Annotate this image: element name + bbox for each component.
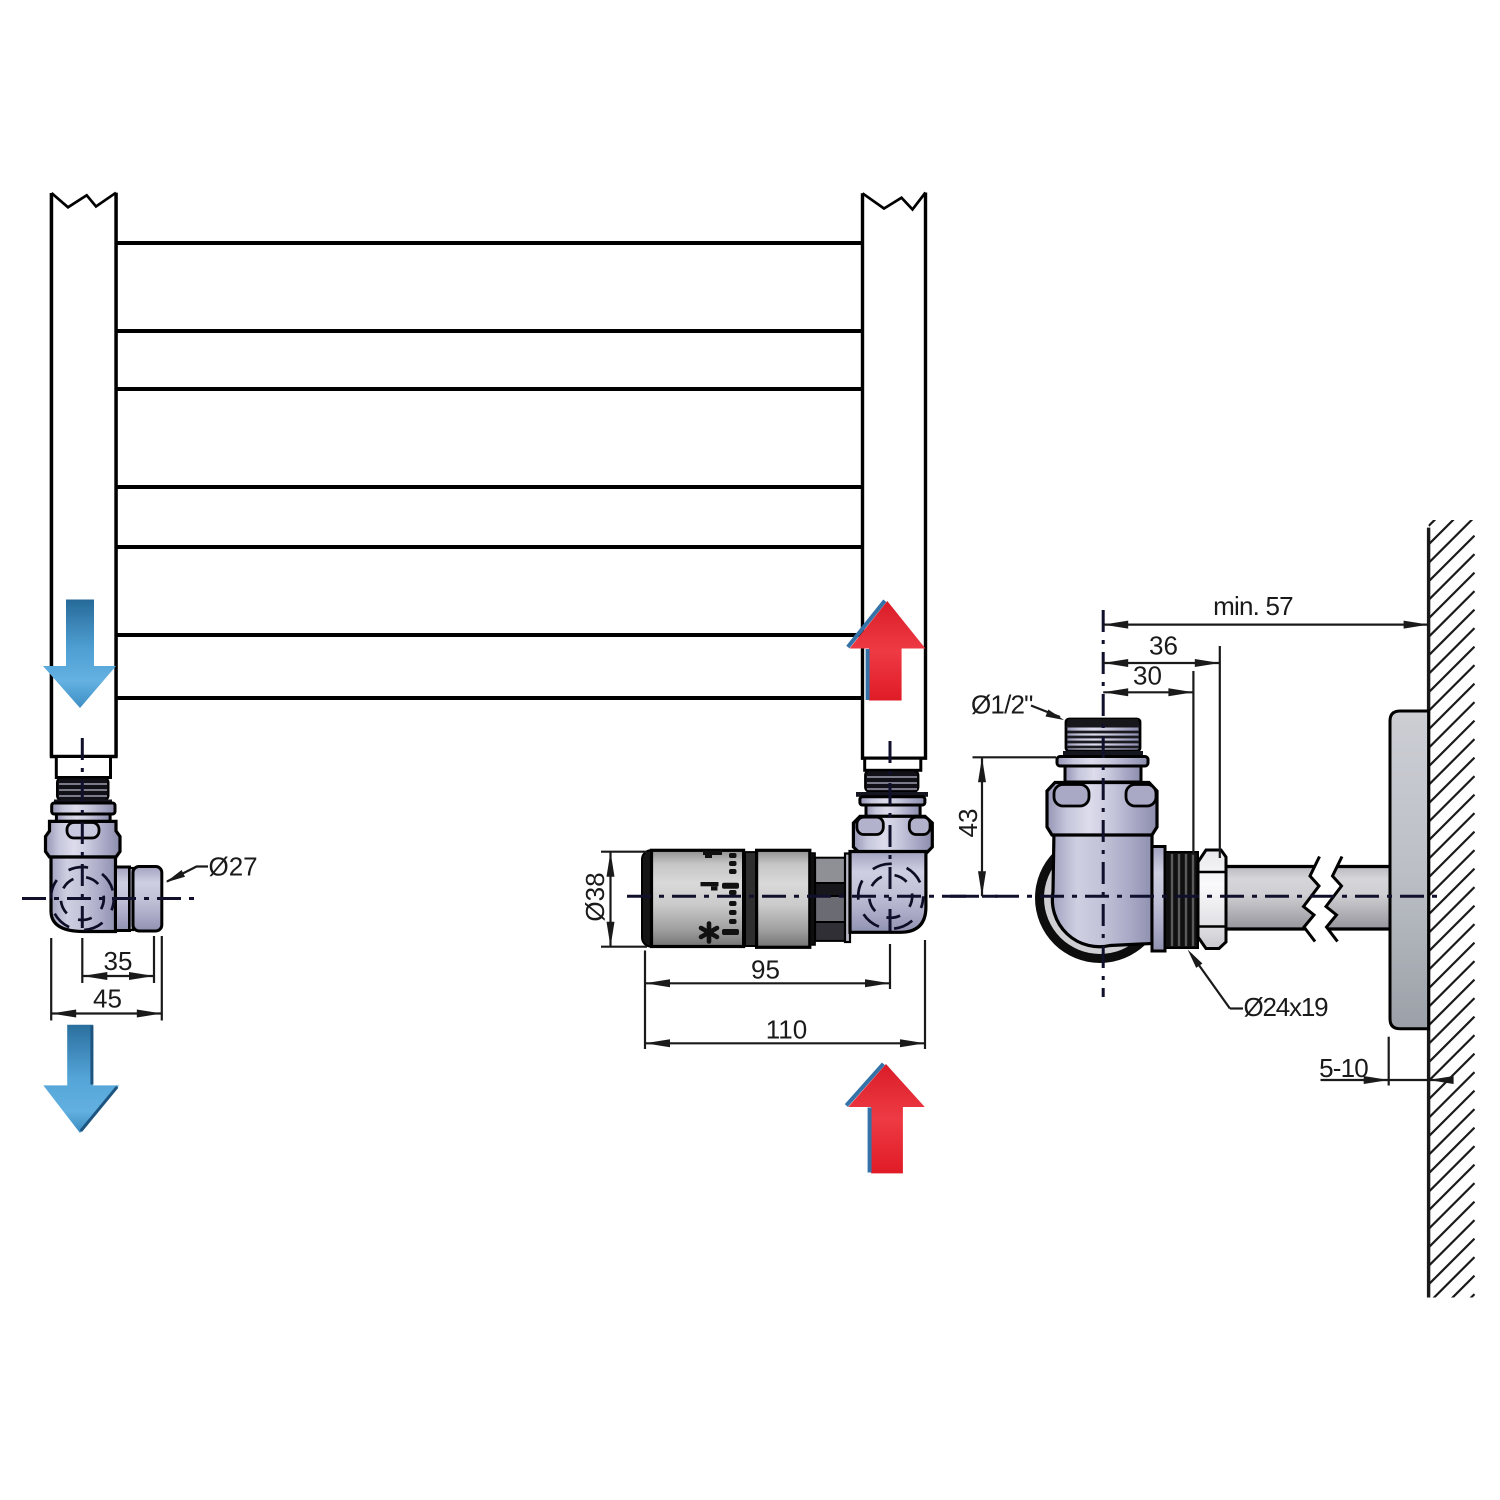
svg-text:30: 30	[1133, 661, 1162, 691]
svg-text:45: 45	[93, 984, 122, 1014]
svg-text:36: 36	[1149, 631, 1178, 661]
svg-text:Ø24x19: Ø24x19	[1244, 992, 1329, 1022]
svg-text:95: 95	[751, 955, 780, 985]
svg-text:min. 57: min. 57	[1213, 591, 1293, 621]
svg-text:Ø38: Ø38	[580, 872, 610, 921]
svg-text:35: 35	[104, 946, 133, 976]
svg-text:Ø27: Ø27	[209, 852, 258, 882]
svg-text:5-10: 5-10	[1319, 1053, 1368, 1083]
svg-text:Ø1/2": Ø1/2"	[971, 690, 1033, 720]
svg-text:110: 110	[766, 1015, 807, 1045]
svg-text:43: 43	[953, 809, 983, 838]
